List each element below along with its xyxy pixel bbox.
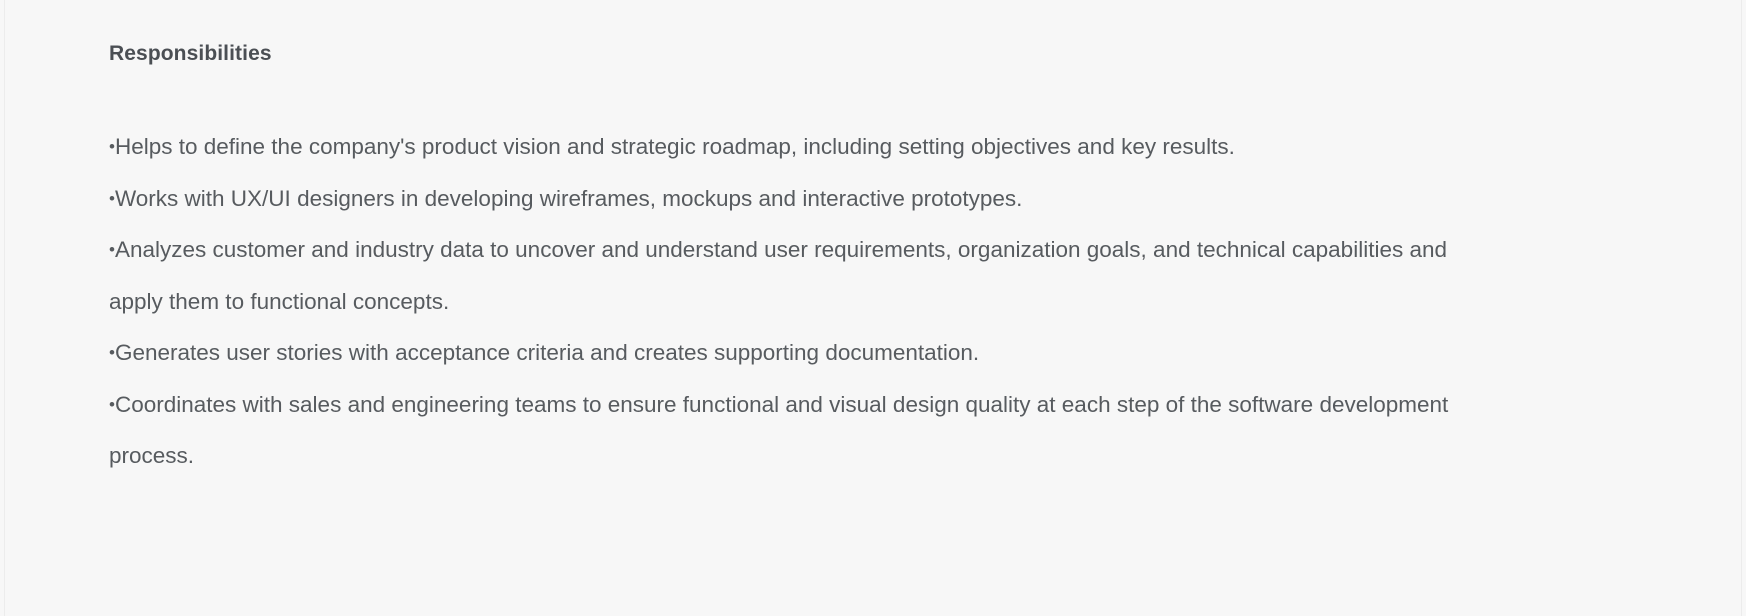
left-edge-rule <box>4 0 5 616</box>
document-content: Responsibilities •Helps to define the co… <box>109 0 1481 482</box>
list-item: •Generates user stories with acceptance … <box>109 327 1481 379</box>
bullet-icon: • <box>109 137 115 156</box>
responsibilities-list: •Helps to define the company's product v… <box>109 121 1481 482</box>
list-item-text: Helps to define the company's product vi… <box>114 134 1235 160</box>
page-title: Responsibilities <box>109 42 272 65</box>
list-item-text: Works with UX/UI designers in developing… <box>114 185 1023 211</box>
list-item: •Helps to define the company's product v… <box>109 121 1481 173</box>
bullet-icon: • <box>109 394 115 414</box>
list-item-text: Coordinates with sales and engineering t… <box>109 391 1449 469</box>
list-item-text: Generates user stories with acceptance c… <box>114 340 980 366</box>
bullet-icon: • <box>109 240 115 260</box>
list-item-text: Analyzes customer and industry data to u… <box>109 237 1448 314</box>
right-edge-rule <box>1741 0 1742 616</box>
bullet-icon: • <box>109 188 115 208</box>
heading-spacer <box>109 68 1481 121</box>
list-item: •Analyzes customer and industry data to … <box>109 224 1481 327</box>
bullet-icon: • <box>109 343 115 363</box>
list-item: •Works with UX/UI designers in developin… <box>109 173 1481 225</box>
list-item: •Coordinates with sales and engineering … <box>109 379 1481 482</box>
